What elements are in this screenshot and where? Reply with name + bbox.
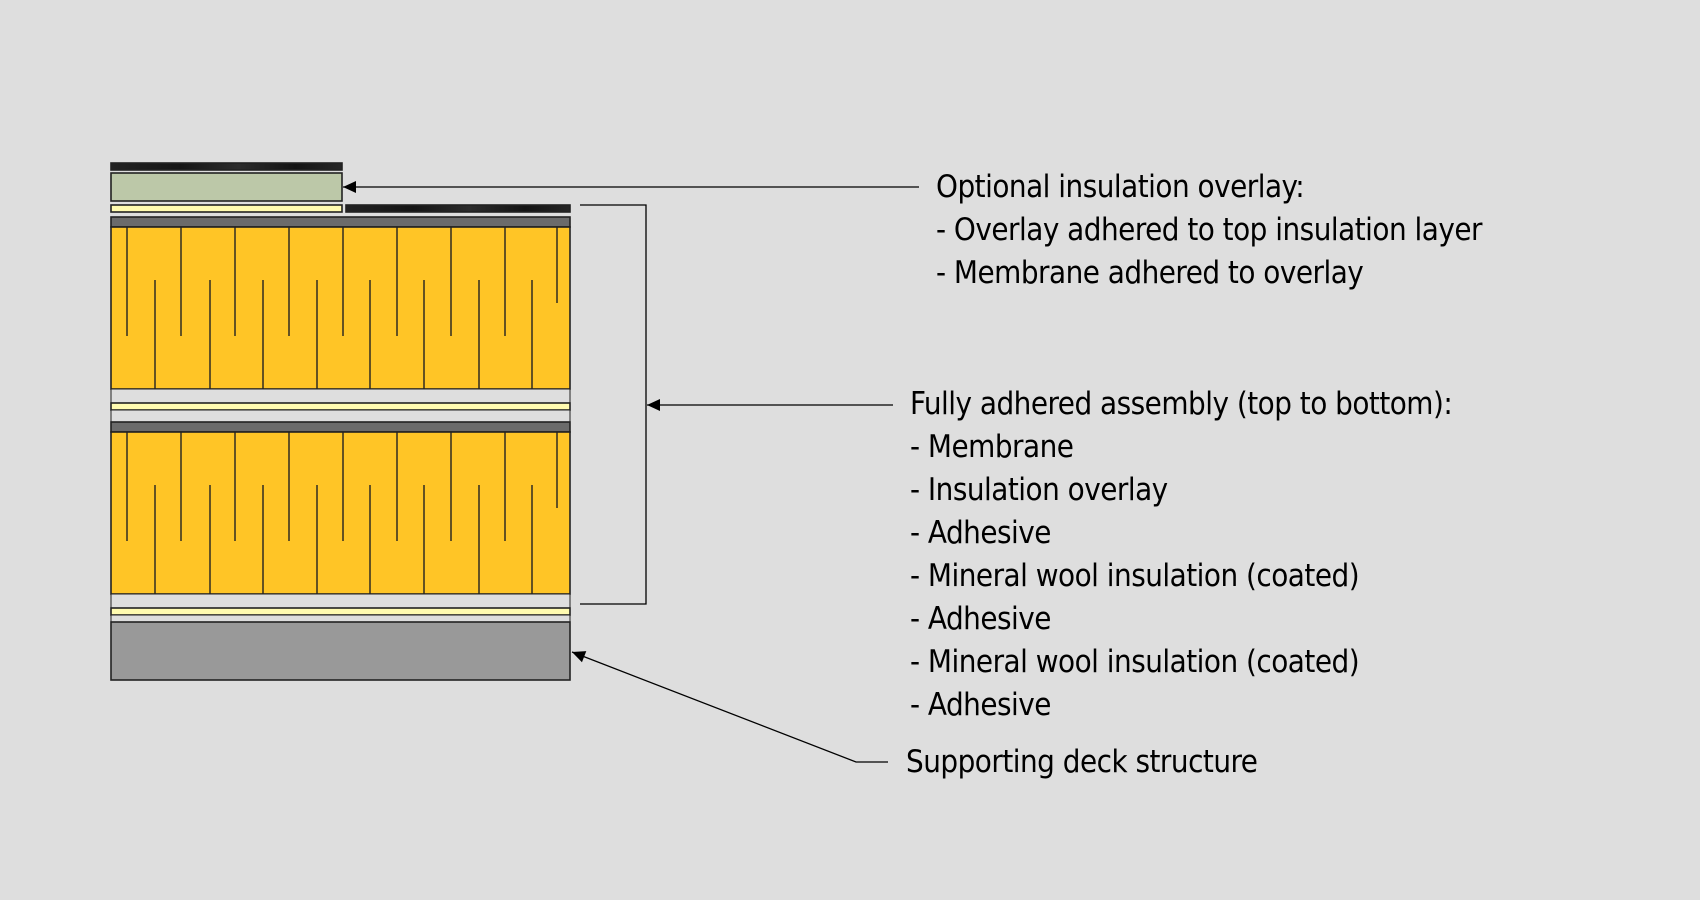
arrow-head-overlay [343,181,356,193]
callout-item: - Mineral wool insulation (coated) [910,644,1360,680]
mineral-wool-lower-coating [110,421,571,433]
supporting-deck [110,621,571,681]
gap-middle [110,409,571,423]
callout-title: Fully adhered assembly (top to bottom): [910,386,1453,422]
mineral-wool-upper [110,226,571,390]
callout-optional-overlay: Optional insulation overlay: - Overlay a… [936,166,1482,295]
callout-item: - Adhesive [910,515,1051,551]
leader-deck [571,651,888,763]
adhesive-under-overlay [110,204,343,213]
callout-title: Optional insulation overlay: [936,169,1305,205]
callout-item: - Overlay adhered to top insulation laye… [936,212,1482,248]
mineral-wool-upper-coating [110,216,571,228]
callout-title: Supporting deck structure [906,744,1258,780]
callout-item: - Insulation overlay [910,472,1168,508]
callout-fully-adhered-assembly: Fully adhered assembly (top to bottom): … [910,383,1453,727]
optional-insulation-overlay [110,172,343,202]
membrane-on-overlay [110,162,343,171]
callout-item: - Adhesive [910,687,1051,723]
callout-item: - Membrane [910,429,1074,465]
adhesive-bottom [110,607,571,616]
callout-item: - Adhesive [910,601,1051,637]
mineral-wool-lower [110,431,571,595]
arrow-head-deck [572,651,587,663]
gap-bottom [110,614,571,623]
gap-upper [110,388,571,404]
membrane [345,204,571,213]
mineral-wool-lower-joints [126,432,558,594]
gap-lower [110,593,571,609]
arrow-head-assembly [647,399,660,411]
callout-item: - Membrane adhered to overlay [936,255,1364,291]
callout-item: - Mineral wool insulation (coated) [910,558,1360,594]
assembly-bracket [580,204,647,605]
adhesive-middle [110,402,571,411]
callout-supporting-deck: Supporting deck structure [906,741,1258,784]
mineral-wool-upper-joints [126,227,558,389]
